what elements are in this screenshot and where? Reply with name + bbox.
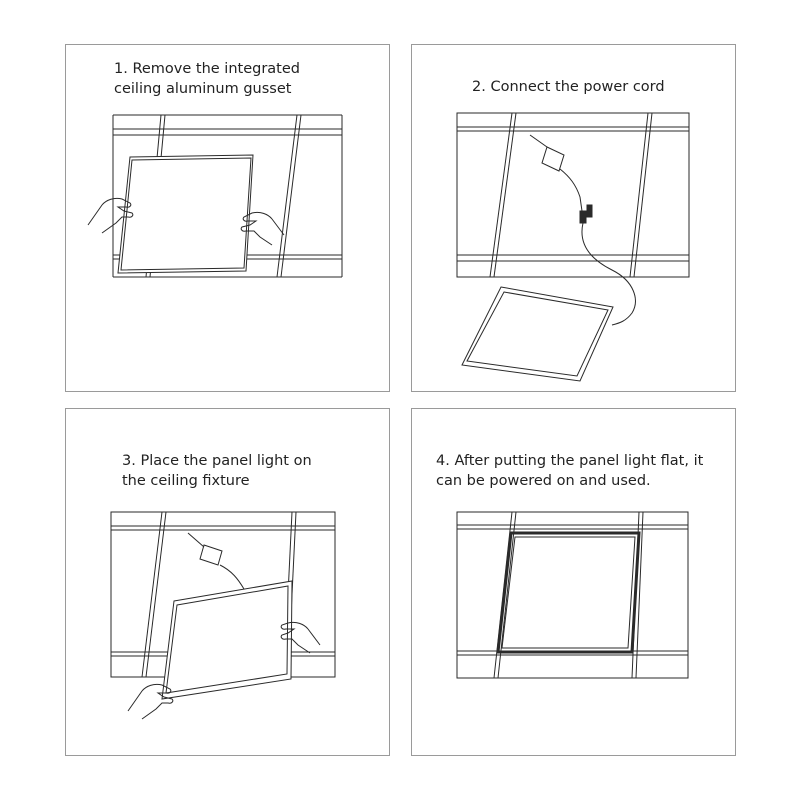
- step-1-caption-line2: ceiling aluminum gusset: [114, 81, 292, 97]
- hand-icon: [87, 197, 134, 234]
- step-1-caption: 1. Remove the integrated ceiling aluminu…: [114, 59, 300, 99]
- step-4-illustration: [456, 511, 689, 679]
- panel-light-icon: [461, 286, 614, 382]
- power-cord-icon: [559, 168, 636, 326]
- step-1-caption-line1: 1. Remove the integrated: [114, 61, 300, 77]
- ceiling-grid-icon: [456, 112, 690, 278]
- step-1-illustration: [87, 114, 343, 278]
- step-4-caption-line1: 4. After putting the panel light flat, i…: [436, 453, 704, 469]
- step-2-panel: 2. Connect the power cord: [411, 44, 736, 392]
- hand-icon: [127, 683, 174, 720]
- hand-icon: [240, 211, 285, 246]
- driver-box-icon: [187, 532, 223, 566]
- step-3-panel: 3. Place the panel light on the ceiling …: [65, 408, 390, 756]
- step-3-illustration: [110, 511, 336, 720]
- step-3-caption-line2: the ceiling fixture: [122, 473, 250, 489]
- step-4-caption-line2: can be powered on and used.: [436, 473, 651, 489]
- panel-light-icon: [117, 154, 254, 274]
- panel-light-icon: [161, 580, 293, 700]
- step-2-caption-line1: 2. Connect the power cord: [472, 79, 665, 95]
- panel-light-icon: [496, 531, 641, 654]
- step-2-caption: 2. Connect the power cord: [472, 77, 665, 97]
- step-3-caption: 3. Place the panel light on the ceiling …: [122, 451, 312, 491]
- driver-box-icon: [529, 134, 565, 172]
- step-4-caption: 4. After putting the panel light flat, i…: [436, 451, 703, 491]
- step-3-caption-line1: 3. Place the panel light on: [122, 453, 312, 469]
- hand-icon: [280, 621, 321, 654]
- step-2-illustration: [456, 112, 690, 382]
- step-1-panel: 1. Remove the integrated ceiling aluminu…: [65, 44, 390, 392]
- step-4-panel: 4. After putting the panel light flat, i…: [411, 408, 736, 756]
